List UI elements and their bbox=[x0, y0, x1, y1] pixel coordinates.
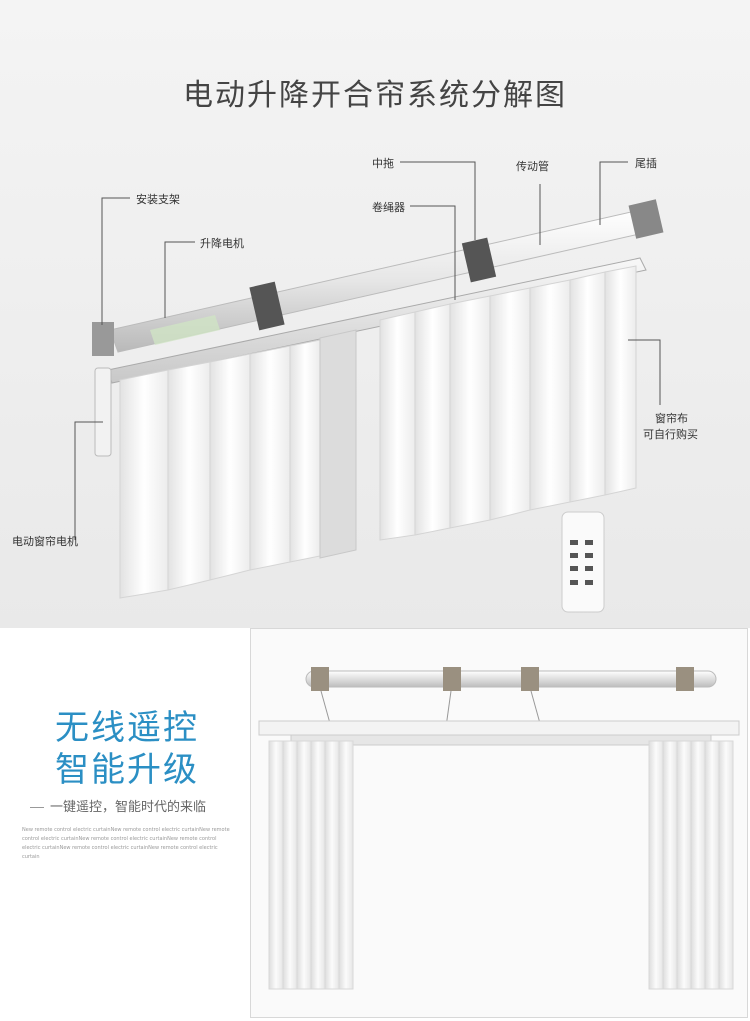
label-drive-tube: 传动管 bbox=[516, 160, 549, 173]
label-mounting-bracket: 安装支架 bbox=[136, 193, 180, 206]
label-center-pull: 中拖 bbox=[372, 157, 394, 170]
label-curtain-fabric-2: 可自行购买 bbox=[643, 428, 698, 441]
mounting-bracket-graphic bbox=[92, 322, 114, 356]
label-curtain-motor: 电动窗帘电机 bbox=[12, 535, 78, 548]
tagline-text: 一键遥控，智能时代的来临 bbox=[50, 800, 207, 815]
leader-lines bbox=[74, 161, 661, 540]
page-title: 电动升降开合帘系统分解图 bbox=[183, 78, 567, 113]
product-photo bbox=[250, 628, 748, 1018]
remote-control-graphic bbox=[561, 511, 605, 613]
headline-line2: 智能升级 bbox=[55, 750, 199, 790]
tagline-dash bbox=[30, 807, 44, 808]
curtain-left-graphic bbox=[119, 329, 357, 599]
curtain-rail-graphic bbox=[94, 257, 647, 457]
curtain-right-graphic bbox=[379, 265, 637, 541]
label-rope-winder: 卷绳器 bbox=[372, 201, 405, 214]
label-curtain-fabric-1: 窗帘布 bbox=[655, 412, 688, 425]
fine-print: New remote control electric curtainNew r… bbox=[22, 827, 230, 860]
curtain-system-illustration bbox=[74, 161, 664, 613]
curtain-motor-graphic bbox=[94, 367, 112, 457]
label-end-plug: 尾插 bbox=[635, 157, 657, 170]
drive-tube-graphic bbox=[92, 199, 664, 356]
label-lift-motor: 升降电机 bbox=[200, 237, 244, 250]
tagline: 一键遥控，智能时代的来临 bbox=[30, 796, 206, 815]
headline-line1: 无线遥控 bbox=[55, 708, 199, 748]
product-photo-illustration bbox=[258, 667, 740, 990]
